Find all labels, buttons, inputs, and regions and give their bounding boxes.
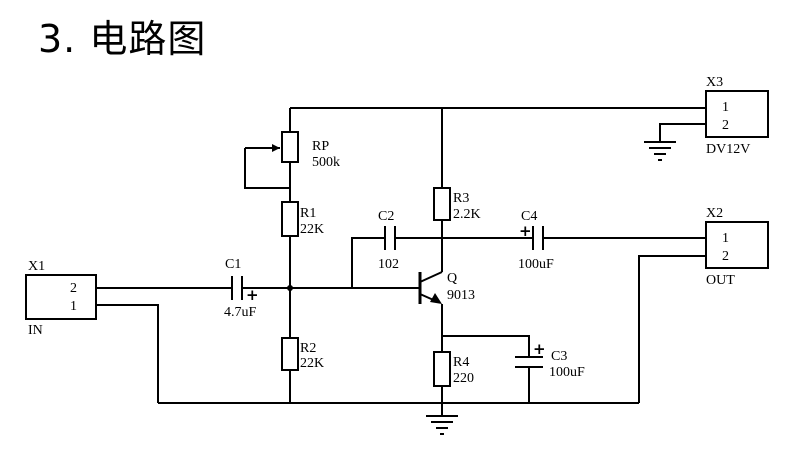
x2-pin-2: 2 [722,249,729,264]
resistor-r2: R2 22K [281,337,324,371]
x3-pin-2: 2 [722,118,729,133]
ground-icon [426,415,458,435]
r2-value: 22K [300,356,324,371]
c1-plus: + [246,286,259,304]
c4-value: 100uF [518,257,554,272]
c4-ref: C4 [521,209,537,224]
c4-plus: + [519,222,532,240]
transistor-q: Q 9013 [418,271,475,304]
x1-pin-2: 2 [70,281,77,296]
c3-value: 100uF [549,365,585,380]
c3-plus: + [533,340,546,358]
r4-value: 220 [453,371,474,386]
ground-icon [644,141,676,161]
capacitor-c3: + C3 100uF [515,340,585,380]
x2-ref: X2 [706,206,723,221]
x1-label: IN [28,323,43,338]
c1-value: 4.7uF [224,305,257,320]
c1-ref: C1 [225,257,241,272]
page-title: 3. 电路图 [38,17,207,61]
c2-value: 102 [378,257,399,272]
capacitor-c2: C2 102 [378,209,399,272]
x2-label: OUT [706,273,735,288]
r1-ref: R1 [300,206,316,221]
r2-ref: R2 [300,341,316,356]
connector-x1: X1 2 1 IN [25,259,97,338]
x1-ref: X1 [28,259,45,274]
r3-value: 2.2K [453,207,481,222]
connector-x3: X3 1 2 DV12V [705,75,769,157]
resistor-r1: R1 22K [281,201,324,237]
wires [96,107,706,416]
q-value: 9013 [447,288,475,303]
q-ref: Q [447,271,457,286]
r3-ref: R3 [453,191,469,206]
x3-pin-1: 1 [722,100,729,115]
rp-ref: RP [312,139,329,154]
c3-ref: C3 [551,349,567,364]
resistor-r3: R3 2.2K [433,187,481,222]
resistor-r4: R4 220 [433,351,474,387]
x2-pin-1: 1 [722,231,729,246]
capacitor-c1: + C1 4.7uF [224,257,259,320]
connector-x2: X2 1 2 OUT [705,206,769,288]
rp-value: 500k [312,155,340,170]
x3-label: DV12V [706,142,750,157]
x1-pin-1: 1 [70,299,77,314]
potentiometer-rp: RP 500k [245,131,340,170]
r1-value: 22K [300,222,324,237]
capacitor-c4: + C4 100uF [518,209,554,272]
c2-ref: C2 [378,209,394,224]
r4-ref: R4 [453,355,469,370]
x3-ref: X3 [706,75,723,90]
junction-dot [287,285,293,291]
